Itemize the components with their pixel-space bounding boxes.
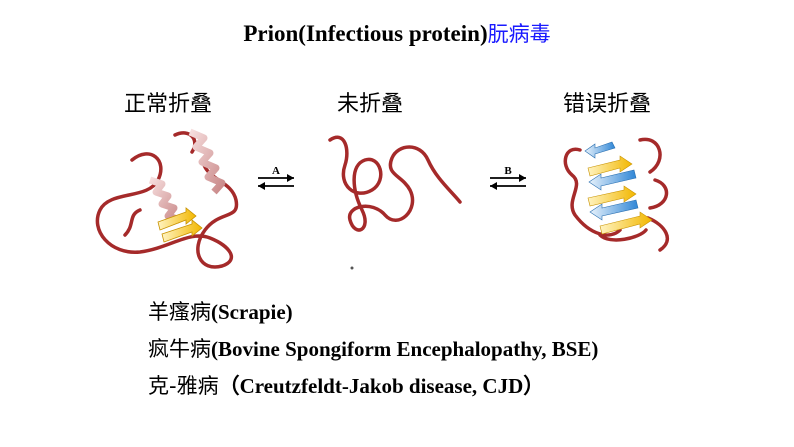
label-unfolded: 未折叠 xyxy=(337,92,404,117)
disease-cn: 疯牛病 xyxy=(148,337,211,361)
misfolded-structure xyxy=(563,137,670,252)
normal-fold-structure xyxy=(95,128,239,269)
disease-en: （Creutzfeldt-Jakob disease, CJD） xyxy=(218,374,545,398)
unfolded-chain xyxy=(328,135,462,270)
disease-cjd: 克-雅病（Creutzfeldt-Jakob disease, CJD） xyxy=(148,370,544,400)
arrow-a-label: A xyxy=(272,165,280,177)
disease-cn: 克-雅病 xyxy=(148,374,219,398)
label-misfolded: 错误折叠 xyxy=(563,92,652,117)
disease-cn: 羊瘙病 xyxy=(148,300,211,324)
disease-scrapie: 羊瘙病(Scrapie) xyxy=(148,296,293,326)
disease-bse: 疯牛病(Bovine Spongiform Encephalopathy, BS… xyxy=(148,333,598,363)
title-en: Prion(Infectious protein) xyxy=(243,21,488,46)
slide-title: Prion(Infectious protein)朊病毒 xyxy=(0,18,794,48)
arrow-b-label: B xyxy=(504,165,512,177)
prion-folding-diagram: A B xyxy=(95,128,670,270)
title-cn: 朊病毒 xyxy=(487,22,551,46)
arrow-a-equilibrium: A xyxy=(258,165,294,190)
disease-en: (Bovine Spongiform Encephalopathy, BSE) xyxy=(211,337,599,361)
label-normal-fold: 正常折叠 xyxy=(124,92,213,117)
disease-en: (Scrapie) xyxy=(211,300,293,324)
arrow-b-equilibrium: B xyxy=(490,165,526,190)
